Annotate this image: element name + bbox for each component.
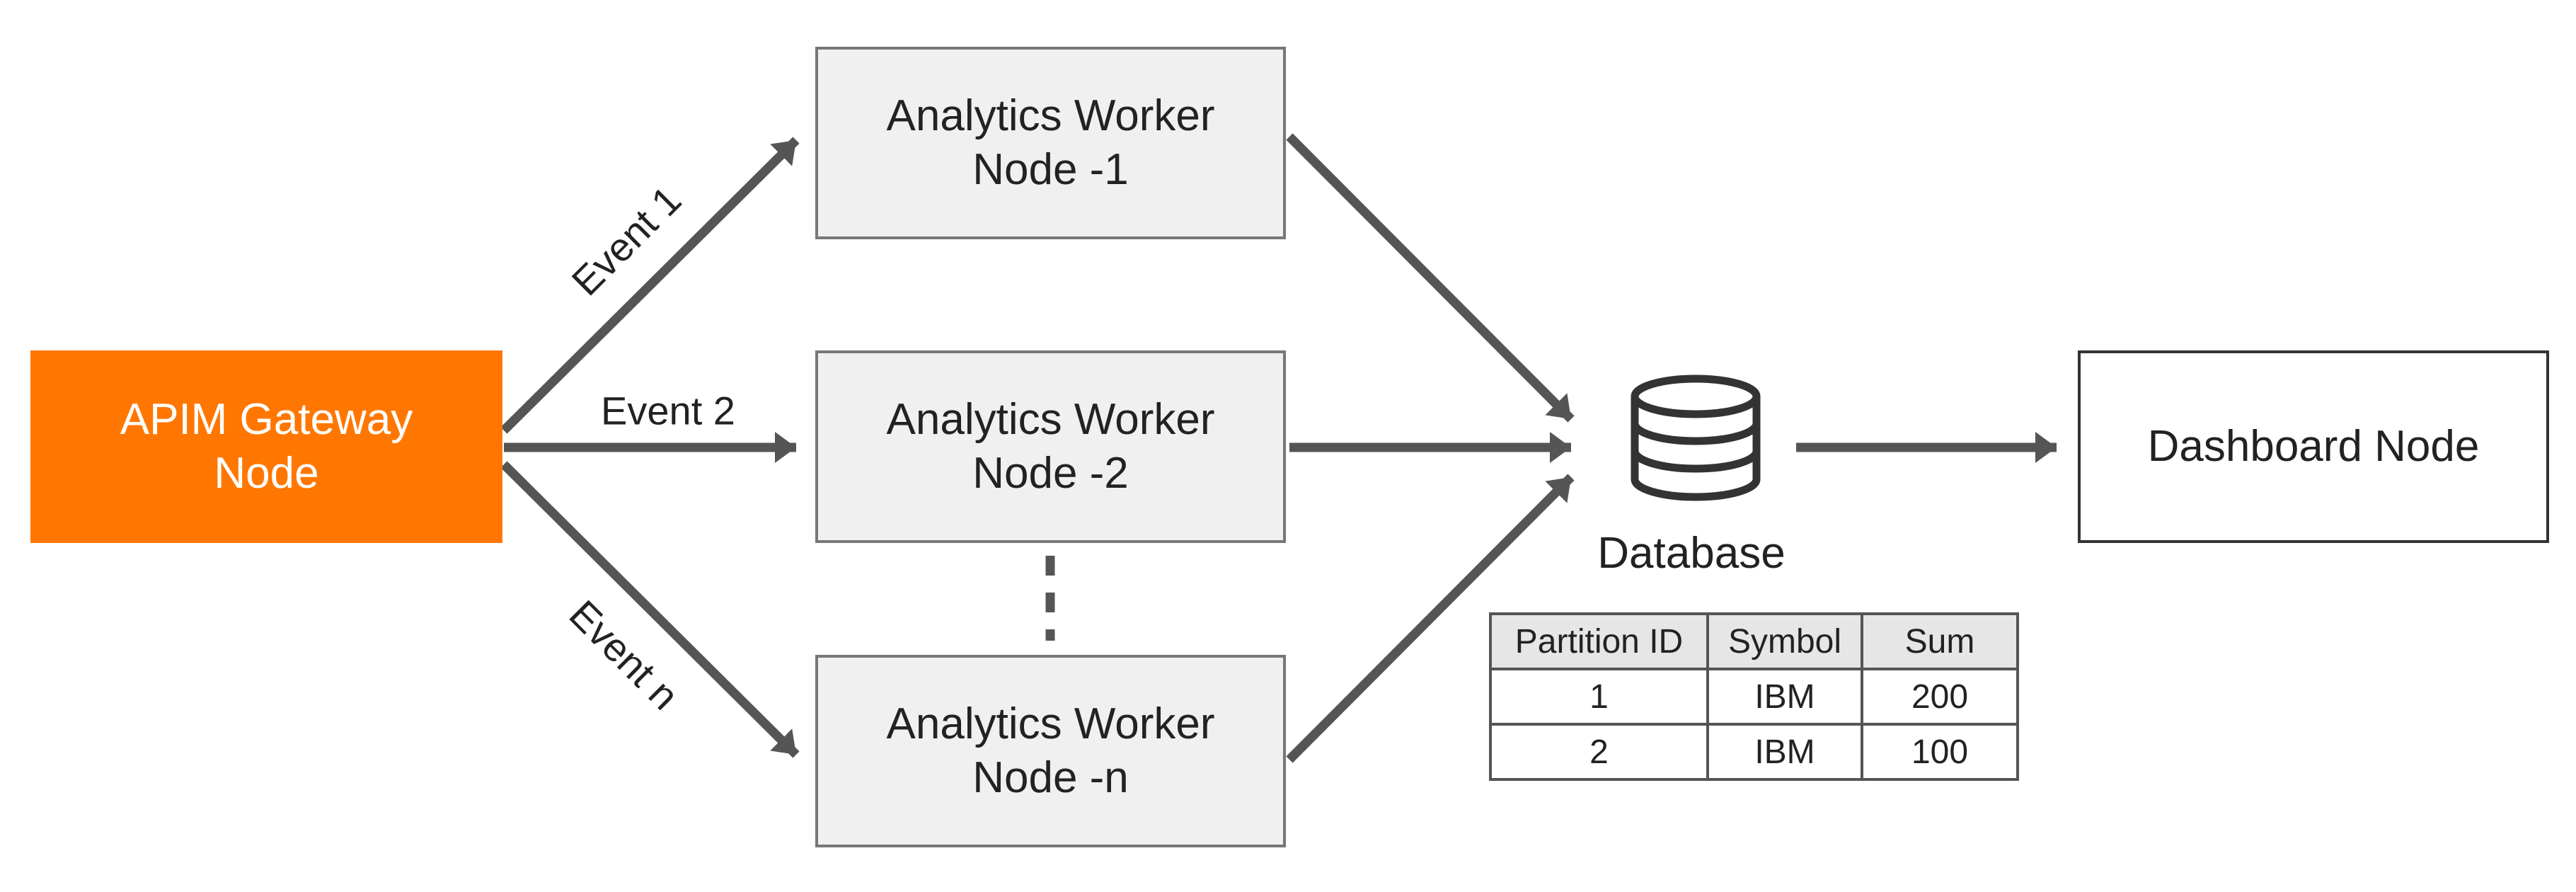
table-cell: 2 — [1489, 723, 1709, 781]
worker-n-label-line2: Node -n — [972, 753, 1129, 802]
apim-gateway-node: APIM Gateway Node — [30, 350, 502, 543]
table-cell: 100 — [1861, 723, 2019, 781]
database-label: Database — [1597, 529, 1786, 578]
arrow-gateway-to-worker-1 — [500, 137, 800, 434]
table-cell: IBM — [1706, 668, 1863, 726]
dashboard-label: Dashboard Node — [2147, 422, 2480, 471]
gateway-label-line2: Node — [214, 449, 319, 498]
column-header-symbol: Symbol — [1706, 612, 1863, 670]
table-header-row: Partition ID Symbol Sum — [1489, 612, 2019, 670]
gateway-label-line1: APIM Gateway — [120, 395, 413, 445]
column-header-partition-id: Partition ID — [1489, 612, 1709, 670]
database-icon — [1631, 374, 1761, 501]
table-row: 2 IBM 100 — [1489, 723, 2019, 781]
worker-2-label-line2: Node -2 — [972, 449, 1129, 498]
gateway-node-fill — [30, 350, 502, 543]
worker-n-label-line1: Analytics Worker — [886, 699, 1215, 749]
worker-2-label-line1: Analytics Worker — [886, 395, 1215, 445]
arrow-gateway-to-worker-n — [500, 461, 800, 758]
table-cell: 200 — [1861, 668, 2019, 726]
analytics-worker-node-n: Analytics Worker Node -n — [815, 655, 1286, 847]
partition-table: Partition ID Symbol Sum 1 IBM 200 2 IBM … — [1489, 612, 2019, 781]
column-header-sum: Sum — [1861, 612, 2019, 670]
table-row: 1 IBM 200 — [1489, 668, 2019, 726]
table-cell: 1 — [1489, 668, 1709, 726]
analytics-worker-node-1: Analytics Worker Node -1 — [815, 47, 1286, 239]
dashboard-node: Dashboard Node — [2078, 350, 2549, 543]
worker-1-label-line1: Analytics Worker — [886, 91, 1215, 141]
arrow-worker-n-to-database — [1286, 474, 1575, 763]
arrow-worker-1-to-database — [1286, 133, 1575, 423]
event-2-label: Event 2 — [601, 388, 735, 433]
table-cell: IBM — [1706, 723, 1863, 781]
worker-1-label-line2: Node -1 — [972, 145, 1129, 194]
analytics-worker-node-2: Analytics Worker Node -2 — [815, 350, 1286, 543]
